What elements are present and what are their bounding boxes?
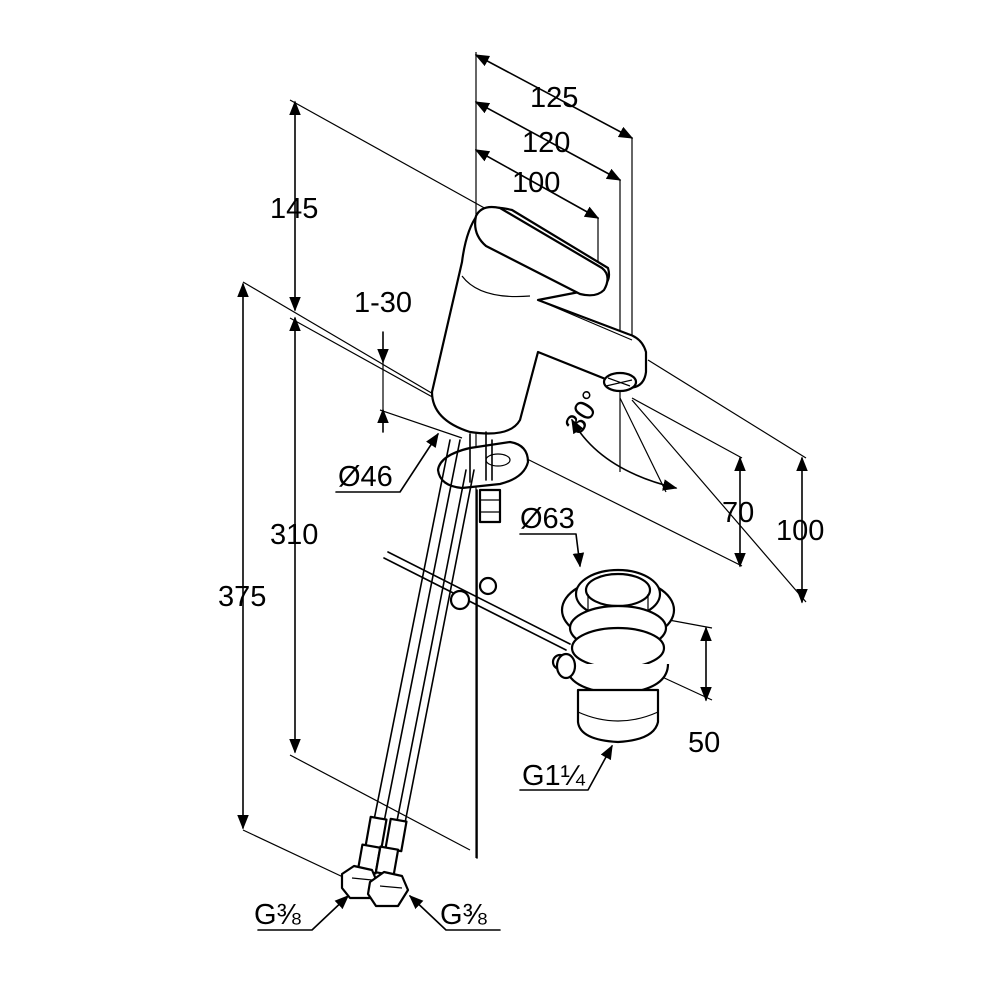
hose-connectors: [340, 815, 410, 908]
label-d46: Ø46: [338, 461, 393, 493]
label-d63: Ø63: [520, 503, 575, 535]
faucet-body: [430, 205, 648, 435]
label-50: 50: [688, 727, 720, 759]
label-120: 120: [522, 127, 570, 159]
waste-valve: [555, 568, 676, 744]
dimension-arrows: [237, 54, 808, 931]
fixing-bracket: [436, 431, 530, 524]
label-125: 125: [530, 82, 578, 114]
label-100-top: 100: [512, 167, 560, 199]
label-145: 145: [270, 193, 318, 225]
label-100-right: 100: [776, 515, 824, 547]
label-310: 310: [270, 519, 318, 551]
supply-hoses: [373, 439, 478, 859]
label-375: 375: [218, 581, 266, 613]
popup-rod: [383, 551, 571, 671]
label-g3-8-left: G⅜: [254, 899, 302, 931]
label-1-30: 1-30: [354, 287, 412, 319]
label-30-deg: 30°: [559, 386, 609, 440]
label-70: 70: [722, 497, 754, 529]
label-g3-8-right: G⅜: [440, 899, 488, 931]
dimension-labels: 125 120 100 145 1-30 Ø46 310 375 30° 70 …: [218, 82, 824, 931]
label-g1-quarter: G1¼: [522, 760, 586, 792]
